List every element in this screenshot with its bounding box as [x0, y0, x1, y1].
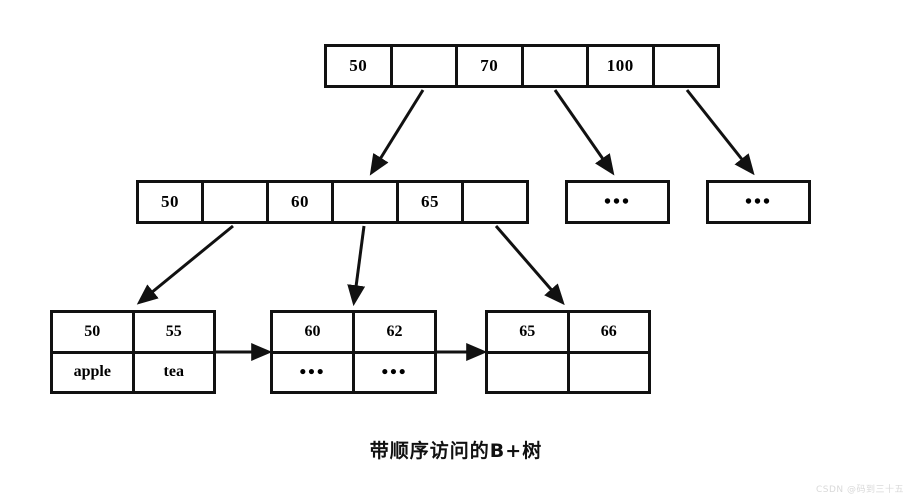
leaf-3-value-1[interactable] [570, 354, 649, 392]
leaf-node-3[interactable]: 65 66 [485, 310, 651, 394]
internal-cell-pointer-1[interactable] [334, 183, 399, 221]
leaf-3-key-0[interactable]: 65 [488, 313, 570, 351]
leaf-1-key-1[interactable]: 55 [165, 322, 182, 340]
leaf-key-row: 50 55 [53, 313, 213, 354]
internal-index-node[interactable]: 50 60 65 [136, 180, 529, 224]
root-cell-pointer-0[interactable] [393, 47, 458, 85]
leaf-2-key-1[interactable]: 62 [386, 322, 403, 340]
leaf-1-value-0[interactable]: apple [53, 353, 135, 391]
leaf-1-key-0[interactable]: 50 [53, 313, 135, 351]
internal-cell-key-0[interactable]: 50 [139, 183, 204, 221]
leaf-key-row: 60 62 [273, 313, 434, 354]
leaf-node-1[interactable]: 50 55 apple tea [50, 310, 216, 394]
leaf-2-value-1[interactable]: ••• [381, 361, 408, 383]
leaf-value-row: ••• ••• [273, 353, 434, 391]
root-cell-key-2[interactable]: 100 [589, 47, 655, 85]
edge-root-to-internal [369, 89, 425, 176]
root-cell-key-0[interactable]: 50 [327, 47, 393, 85]
internal-cell-key-2[interactable]: 65 [399, 183, 464, 221]
edge-root-to-ellipsis-1 [553, 89, 615, 176]
edge-internal-to-leaf-3 [494, 225, 565, 306]
edge-root-to-ellipsis-2 [685, 89, 755, 176]
leaf-1-value-1[interactable]: tea [163, 363, 184, 381]
leaf-node-2[interactable]: 60 62 ••• ••• [270, 310, 437, 394]
internal-cell-pointer-0[interactable] [204, 183, 269, 221]
leaf-3-key-1[interactable]: 66 [600, 322, 617, 340]
internal-cell-pointer-2[interactable] [464, 183, 526, 221]
leaf-key-row: 65 66 [488, 313, 648, 354]
leaf-value-row [488, 353, 649, 392]
ellipsis-node-2[interactable]: ••• [706, 180, 811, 224]
csdn-watermark: CSDN @码到三十五 [815, 485, 904, 495]
root-index-node[interactable]: 50 70 100 [324, 44, 720, 88]
root-cell-pointer-1[interactable] [524, 47, 589, 85]
ellipsis-node-1[interactable]: ••• [565, 180, 670, 224]
ellipsis-glyph: ••• [603, 191, 631, 213]
edge-internal-to-leaf-1 [136, 224, 234, 305]
root-cell-key-1[interactable]: 70 [458, 47, 524, 85]
leaf-2-key-0[interactable]: 60 [273, 313, 355, 351]
ellipsis-glyph: ••• [744, 191, 772, 213]
diagram-caption: 带顺序访问的B+树 [369, 440, 543, 462]
internal-cell-key-1[interactable]: 60 [269, 183, 334, 221]
root-cell-pointer-2[interactable] [655, 47, 718, 85]
edge-internal-to-leaf-2 [347, 225, 366, 307]
leaf-2-value-0[interactable]: ••• [273, 353, 355, 391]
leaf-value-row: apple tea [53, 353, 213, 391]
leaf-3-value-0[interactable] [488, 353, 570, 391]
